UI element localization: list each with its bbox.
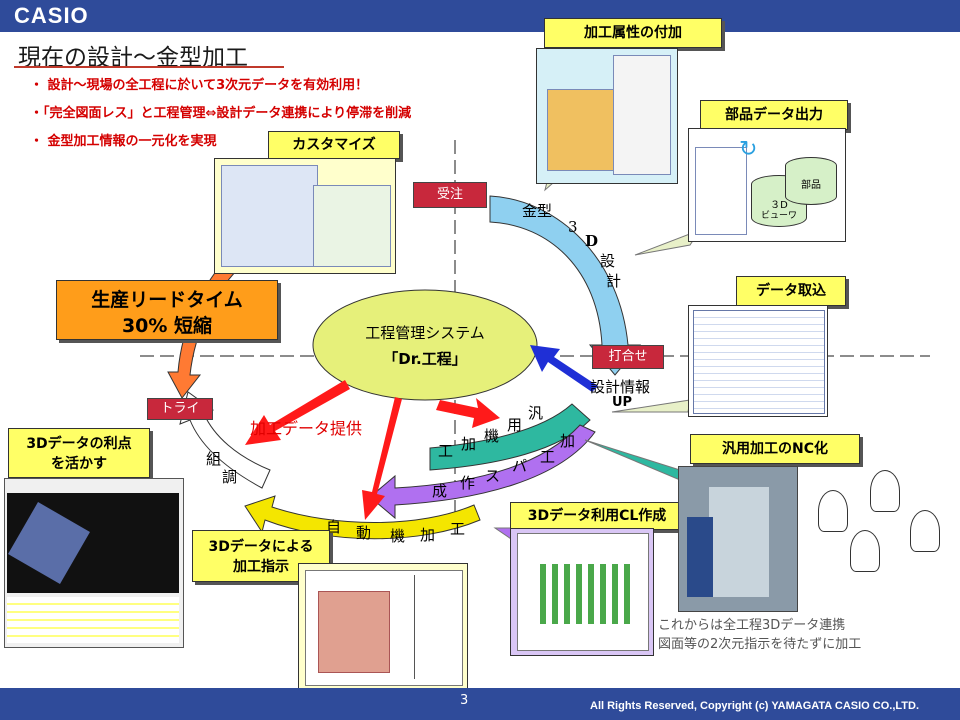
nc-machine [709,487,769,597]
arc-label-su: ス [485,467,501,485]
arc-label-chou: 調 [222,468,238,486]
tag-meeting: 打合せ [592,345,664,369]
benefit-table [7,597,179,643]
customize-screenshot-2 [313,185,391,267]
customize-panel [214,158,396,274]
label-cl-creation: 3Dデータ利用CL作成 [510,502,684,530]
viewer-db-label: ビューワ [760,211,797,221]
arc-label-d: D [585,232,599,250]
red-arrow-down [362,397,402,520]
page-number: 3 [460,693,469,708]
label-nc: 汎用加工のNC化 [690,434,860,464]
arc-label-ka3: 加 [420,526,436,544]
tag-order: 受注 [413,182,487,208]
red-arrow-right [436,398,500,428]
center-title: 工程管理システム [365,324,485,342]
tag-try: トライ [147,398,213,420]
title-underline [14,66,284,68]
label-parts-output: 部品データ出力 [700,100,848,130]
arc-general-machining [429,403,591,471]
arc-label-you: 用 [507,416,523,434]
cl-screenshot [517,533,649,651]
parts-label: 部品 [801,180,821,191]
arc-3d-design [489,195,642,376]
person-icon-1 [818,490,848,532]
blue-arrow [530,345,598,392]
arc-label-pa: パ [512,457,528,475]
benefit-line2: を活かす [51,456,107,472]
bullet-1: ・ 設計〜現場の全工程に於いて3次元データを有効利用！ [30,78,369,93]
benefit-3d-view [7,493,179,593]
arc-label-ki: 機 [484,427,500,445]
parts-db-label: ３D [770,200,788,211]
viewer-db-cylinder: 部品 [785,157,837,205]
instruction-line1: 3Dデータによる [208,539,314,555]
casio-logo: CASIO [14,3,89,28]
nc-operator [687,517,713,597]
arc-label-kou: 工 [438,442,454,460]
arc-label-sei: 成 [432,482,448,500]
arc-label-mold: 金型 [522,202,553,220]
note-line1: これからは全工程3Dデータ連携 [658,618,846,633]
customize-screenshot-1 [221,165,318,267]
note-line2: 図面等の2次元指示を待たずに加工 [658,637,862,652]
person-icon-3 [910,510,940,552]
bullet-2: ・「完全図面レス」と工程管理⇔設計データ連携により停滞を削減 [30,106,412,121]
arc-label-ka2: 加 [560,432,576,450]
instruction-title-block [414,575,457,679]
center-subtitle: 「Dr.工程」 [383,350,467,368]
cl-panel [510,528,654,656]
design-info-label: 設計情報 [590,378,651,396]
instruction-drawing [305,570,463,686]
data-provide-label: 加工データ提供 [250,419,363,438]
header-bar [0,0,960,32]
lead-time-line1: 生産リードタイム [91,289,243,311]
nc-photo [678,466,798,612]
data-import-table [693,310,825,414]
arc-label-kumi: 組 [206,450,222,468]
instruction-panel [298,563,468,691]
instruction-line2: 加工指示 [233,559,289,575]
arc-label-saku: 作 [460,474,476,492]
copyright: All Rights Reserved, Copyright (c) YAMAG… [590,700,920,712]
footer-bar [0,688,960,720]
benefit-mold-model [8,502,90,584]
parts-list-doc [695,147,747,235]
arc-label-han: 汎 [528,404,544,422]
design-info-up: UP [612,395,633,410]
arc-label-kou2: 工 [540,448,556,466]
red-arrow-left [245,380,350,445]
arc-label-setsu: 設 [600,252,616,270]
instruction-mold-model [318,591,390,673]
arc-label-dou: 動 [356,524,372,542]
callout-pointer-nc [584,439,681,481]
label-data-import: データ取込 [736,276,846,306]
lead-time-box: 生産リードタイム 30% 短縮 [56,280,278,340]
refresh-arrow-icon: ↻ [739,137,758,162]
label-3d-benefit: 3Dデータの利点 を活かす [8,428,150,478]
cl-model [540,564,636,624]
person-icon-2 [870,470,900,512]
benefit-screenshot [4,478,184,648]
attribute-panel [536,48,678,184]
arc-label-3: 3 [568,218,578,236]
data-import-panel [688,305,828,417]
arc-label-ka: 加 [461,435,477,453]
label-customize: カスタマイズ [268,131,400,159]
benefit-line1: 3Dデータの利点 [26,436,132,452]
person-icon-4 [850,530,880,572]
arc-automatic-machining [244,495,481,540]
process-system-ellipse [312,289,538,401]
label-attribute: 加工属性の付加 [544,18,722,48]
arc-label-kei: 計 [606,272,622,290]
arc-label-ki2: 機 [390,527,406,545]
parts-output-panel: ３D ビューワ 部品 ↻ [688,128,846,242]
attribute-dialog [613,55,671,175]
arc-label-kou3: 工 [450,520,466,538]
lead-time-line2: 30% 短縮 [121,315,213,337]
people-illustration [810,470,950,590]
bullet-3: ・ 金型加工情報の一元化を実現 [30,134,217,149]
